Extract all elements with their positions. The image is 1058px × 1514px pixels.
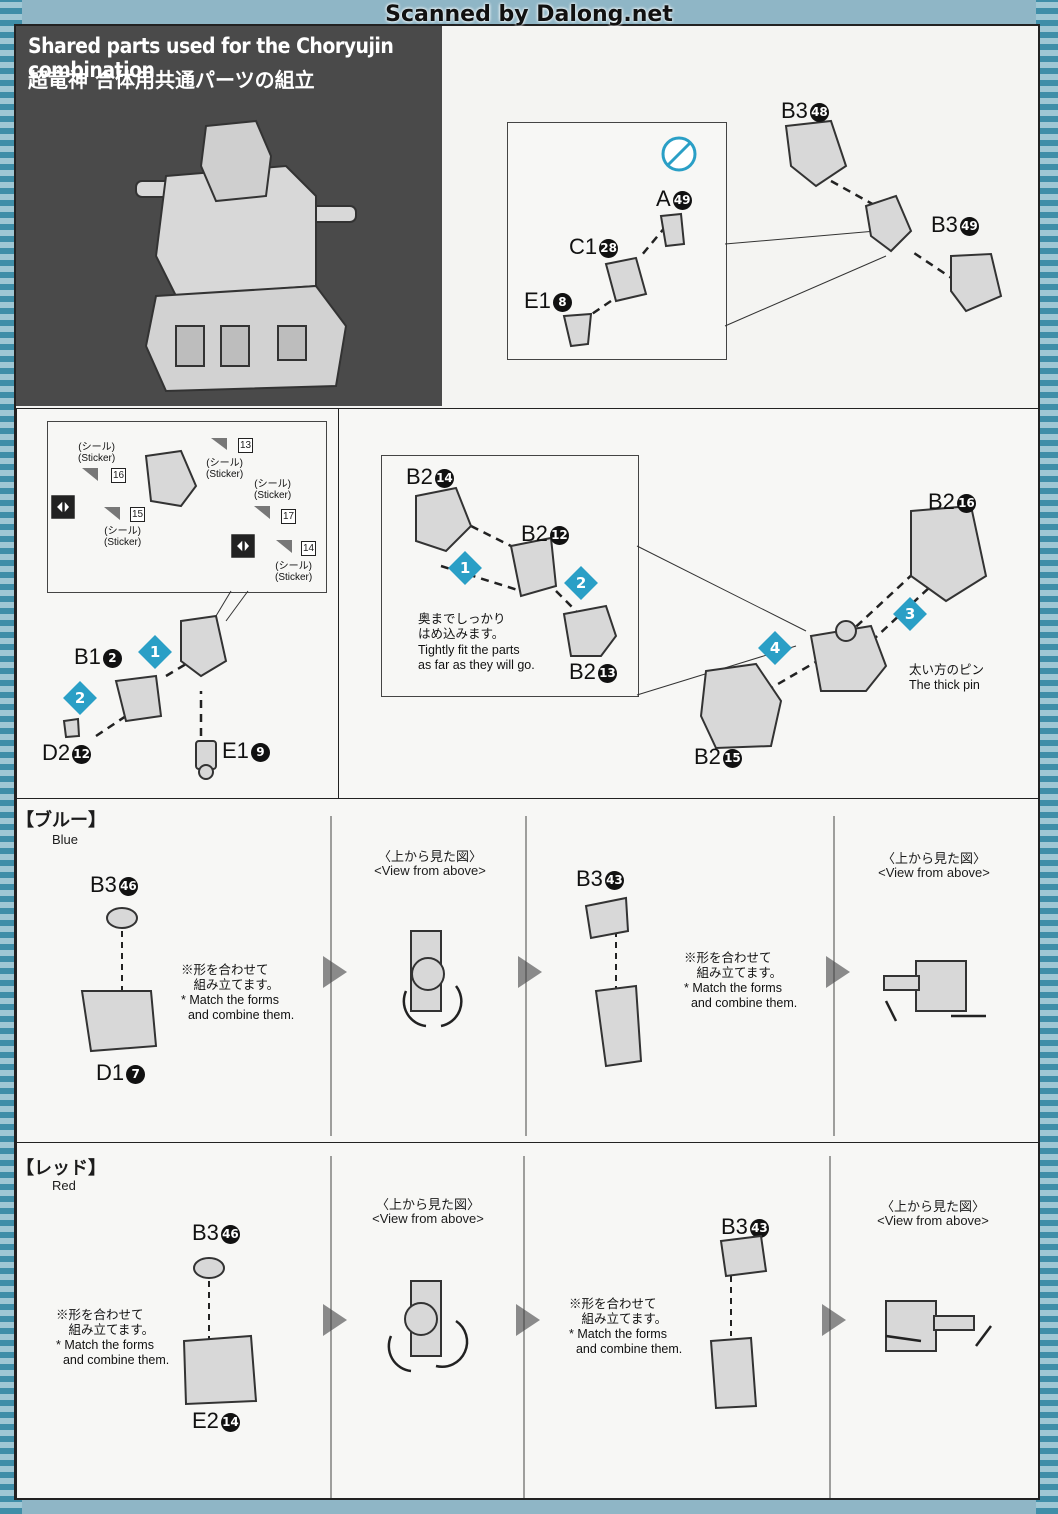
blue-next-arrow-2: [518, 956, 542, 988]
step-a-drawing: [562, 119, 1003, 348]
right-border-stripe: [1036, 0, 1058, 1514]
tight-fit-note-en: Tightly fit the parts as far as they wil…: [418, 643, 535, 672]
blue-header-jp: 【ブルー】: [16, 810, 106, 831]
blue-match-note-2-en: * Match the forms and combine them.: [684, 981, 798, 1010]
red-match-note-1-en: * Match the forms and combine them.: [56, 1338, 170, 1367]
red-header-jp: 【レッド】: [16, 1158, 106, 1179]
tight-fit-note-jp: 奥までしっかり はめ込みます。: [418, 612, 506, 641]
blue-match-note-1-jp: ※形を合わせて 組み立てます。: [181, 963, 280, 992]
sticker-label-17: (シール)(Sticker): [254, 479, 292, 501]
step-b-drawing: [51, 438, 292, 780]
sticker-label-14: (シール)(Sticker): [275, 561, 313, 583]
blue-row-drawing: [80, 816, 986, 1136]
blue-view-above-2: 〈上から見た図〉<View from above>: [878, 851, 990, 880]
watermark: Scanned by Dalong.net: [385, 2, 673, 27]
sticker-17: 17: [281, 509, 296, 524]
step-c-drawing: [415, 486, 988, 750]
red-view-above-2: 〈上から見た図〉<View from above>: [877, 1199, 989, 1228]
red-header-en: Red: [52, 1178, 76, 1193]
red-match-note-2-en: * Match the forms and combine them.: [569, 1327, 683, 1356]
sticker-label-16: (シール)(Sticker): [78, 442, 116, 464]
sticker-label-15: (シール)(Sticker): [104, 526, 142, 548]
red-next-arrow-1: [323, 1304, 347, 1336]
blue-match-note-2-jp: ※形を合わせて 組み立てます。: [684, 951, 783, 980]
blue-view-above-1: 〈上から見た図〉<View from above>: [374, 849, 486, 878]
thick-pin-jp: 太い方のピン: [909, 663, 985, 677]
title-box: Shared parts used for the Choryujin comb…: [16, 26, 442, 406]
instruction-page: Shared parts used for the Choryujin comb…: [14, 24, 1040, 1500]
red-match-note-2-jp: ※形を合わせて 組み立てます。: [569, 1297, 668, 1326]
red-row-drawing: [182, 1156, 992, 1498]
blue-next-arrow-1: [323, 956, 347, 988]
thick-pin-en: The thick pin: [909, 678, 980, 692]
torso-illustration: [135, 119, 357, 393]
red-next-arrow-2: [516, 1304, 540, 1336]
sticker-14: 14: [301, 541, 316, 556]
red-view-above-1: 〈上から見た図〉<View from above>: [372, 1197, 484, 1226]
title-english: Shared parts used for the Choryujin comb…: [28, 34, 394, 82]
sticker-inset-box: [47, 421, 327, 593]
sticker-16: 16: [111, 468, 126, 483]
blue-header-en: Blue: [52, 832, 79, 847]
flip-side-icon: [51, 495, 255, 558]
no-cut-icon: [661, 136, 697, 172]
sticker-label-13: (シール)(Sticker): [206, 458, 244, 480]
red-next-arrow-3: [822, 1304, 846, 1336]
red-match-note-1-jp: ※形を合わせて 組み立てます。: [56, 1308, 155, 1337]
title-japanese: 超竜神 合体用共通パーツの組立: [28, 68, 315, 92]
sticker-13: 13: [238, 438, 253, 453]
sticker-marks: [82, 438, 292, 553]
blue-next-arrow-3: [826, 956, 850, 988]
sticker-15: 15: [130, 507, 145, 522]
blue-match-note-1-en: * Match the forms and combine them.: [181, 993, 295, 1022]
